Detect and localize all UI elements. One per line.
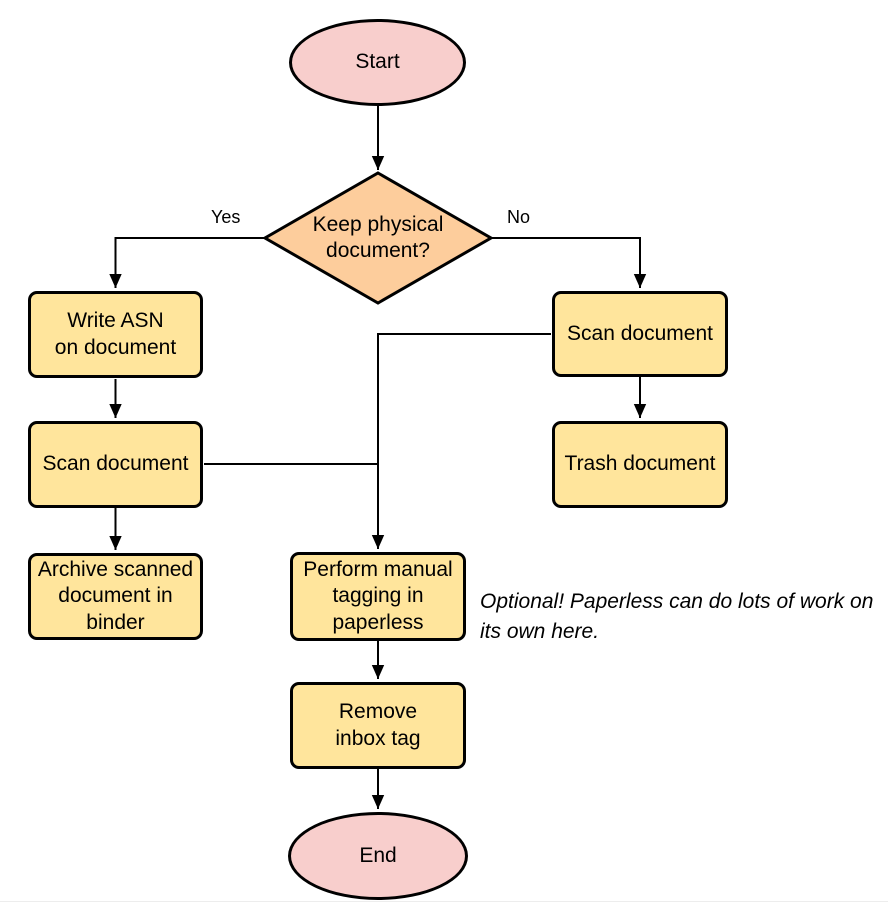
annotation-optional-note: Optional! Paperless can do lots of work … (480, 590, 874, 644)
end-node: End (288, 812, 468, 900)
process-manual-tagging: Perform manual tagging in paperless (290, 552, 466, 641)
process-trash-document: Trash document (552, 421, 728, 508)
decision-diamond-shape (261, 171, 495, 305)
edge-decision-no-to-scan-right (490, 237, 647, 288)
edge-decision-yes-to-write-asn (109, 237, 266, 288)
process-scan-document-left: Scan document (28, 421, 203, 508)
edge-label-no: No (505, 206, 533, 228)
decision-keep-physical-document: Keep physical document? (312, 212, 444, 262)
process-scan-document-right: Scan document (552, 291, 728, 377)
process-write-asn-on-document: Write ASN on document (28, 291, 203, 378)
edge-scan-right-to-tagging (371, 333, 551, 549)
page-bottom-divider (0, 901, 888, 902)
process-remove-inbox-tag: Remove inbox tag (290, 682, 466, 769)
start-node: Start (289, 19, 466, 106)
process-archive-scanned-document: Archive scanned document in binder (28, 553, 203, 640)
edge-label-yes: Yes (209, 206, 243, 228)
